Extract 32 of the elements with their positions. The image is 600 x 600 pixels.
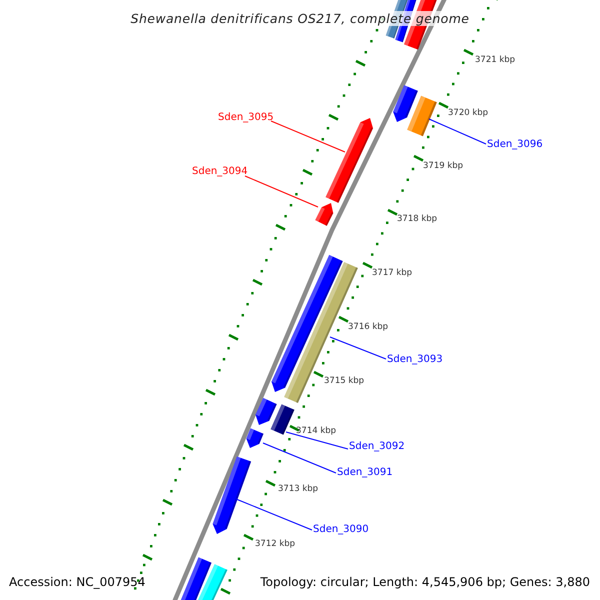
tick-label: 3713 kbp: [278, 483, 318, 496]
tick-label: 3714 kbp: [296, 425, 336, 438]
gene-label: Sden_3095: [218, 111, 274, 124]
leader-line: [428, 118, 486, 144]
gene-block: [407, 96, 437, 136]
tick-label: 3712 kbp: [255, 538, 296, 551]
tick-label: 3717 kbp: [372, 267, 412, 280]
gene-label: Sden_3096: [487, 138, 543, 151]
accession-text: Accession: NC_007954: [9, 574, 146, 590]
gene-block: [246, 428, 264, 448]
leader-line: [236, 498, 312, 530]
gene-block: [212, 456, 252, 534]
tick-label: 3715 kbp: [324, 375, 364, 388]
gene-label: Sden_3094: [192, 165, 248, 178]
tick-label: 3719 kbp: [423, 160, 464, 173]
gene-block: [315, 203, 334, 226]
leader-line: [244, 176, 318, 208]
leader-line: [286, 432, 348, 450]
tick-label: 3720 kbp: [448, 107, 488, 120]
gene-label: Sden_3093: [387, 353, 443, 366]
leader-line: [330, 336, 386, 360]
tick-label: 3718 kbp: [397, 213, 438, 226]
gene-block: [270, 404, 294, 435]
leader-line: [270, 120, 346, 152]
genome-info-text: Topology: circular; Length: 4,545,906 bp; Genes: 3,880: [260, 574, 590, 590]
gene-label: Sden_3091: [337, 466, 393, 479]
leader-line: [262, 442, 336, 474]
gene-label: Sden_3090: [313, 523, 369, 536]
gene-label: Sden_3092: [349, 440, 405, 453]
tick-label: 3721 kbp: [475, 54, 516, 67]
gene-block: [326, 118, 373, 203]
tick-label: 3716 kbp: [348, 321, 388, 334]
